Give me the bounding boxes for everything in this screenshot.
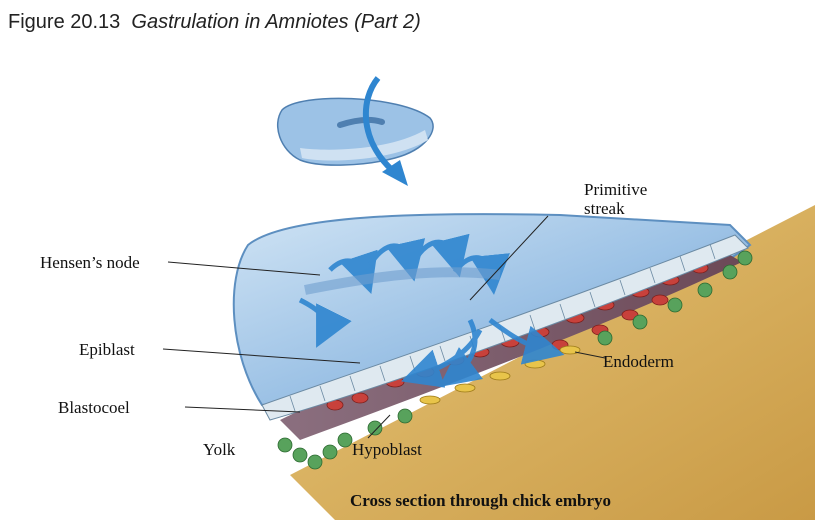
label-primitive-streak-2: streak bbox=[584, 199, 625, 218]
figure-number: Figure 20.13 bbox=[8, 11, 121, 33]
curved-arrow-icon bbox=[362, 76, 408, 186]
blastocoel-cavity bbox=[280, 255, 742, 440]
migration-arrows bbox=[298, 233, 565, 388]
hypoblast-cells bbox=[277, 250, 753, 470]
primitive-streak-groove bbox=[304, 267, 501, 295]
label-epiblast: Epiblast bbox=[79, 340, 135, 359]
label-yolk: Yolk bbox=[203, 440, 236, 459]
figure-title: Figure 20.13 Gastrulation in Amniotes (P… bbox=[8, 11, 421, 34]
embryo-disc-icon bbox=[277, 97, 434, 166]
label-hensens-node: Hensen’s node bbox=[40, 253, 140, 272]
epiblast-layer bbox=[261, 234, 749, 421]
label-hypoblast: Hypoblast bbox=[352, 440, 422, 459]
figure-title-text: Gastrulation in Amniotes (Part 2) bbox=[131, 11, 421, 33]
label-primitive-streak-1: Primitive bbox=[584, 180, 647, 199]
leader-lines bbox=[162, 215, 606, 439]
label-blastocoel: Blastocoel bbox=[58, 398, 130, 417]
label-endoderm: Endoderm bbox=[603, 352, 674, 371]
diagram-caption: Cross section through chick embryo bbox=[350, 491, 611, 510]
